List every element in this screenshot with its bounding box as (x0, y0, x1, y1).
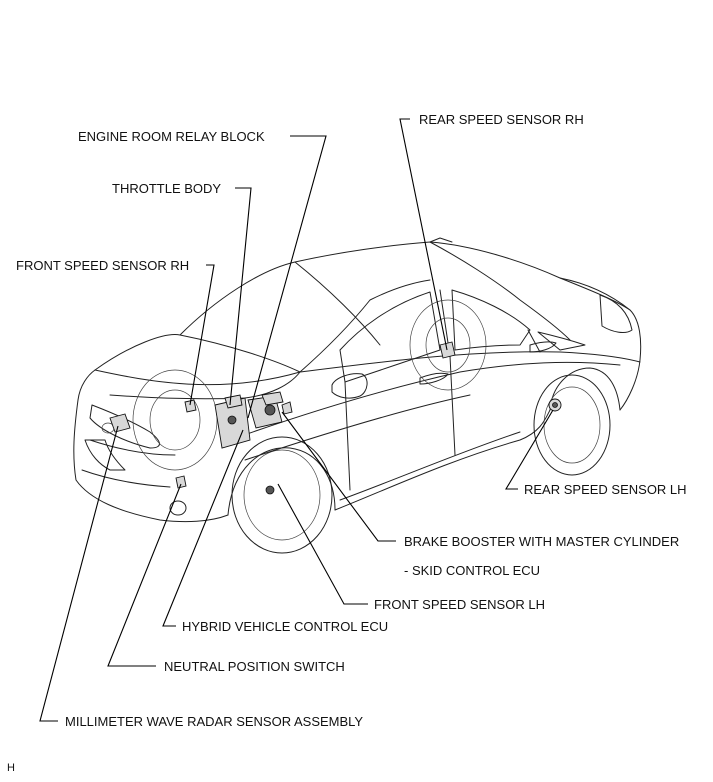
label-front-speed-sensor-lh: FRONT SPEED SENSOR LH (374, 597, 545, 612)
figure-code: H (7, 762, 15, 774)
label-neutral-position-switch: NEUTRAL POSITION SWITCH (164, 659, 345, 674)
engine-components (109, 391, 293, 489)
label-front-speed-sensor-rh: FRONT SPEED SENSOR RH (16, 258, 190, 273)
label-hybrid-vehicle-control-ecu: HYBRID VEHICLE CONTROL ECU (182, 619, 389, 634)
label-brake-booster-line2: - SKID CONTROL ECU (404, 563, 541, 578)
label-throttle-body: THROTTLE BODY (112, 181, 222, 196)
label-engine-room-relay-block: ENGINE ROOM RELAY BLOCK (78, 129, 265, 144)
leader-lines (39, 118, 554, 722)
label-rear-speed-sensor-lh: REAR SPEED SENSOR LH (524, 482, 687, 497)
label-millimeter-wave-radar: MILLIMETER WAVE RADAR SENSOR ASSEMBLY (65, 714, 364, 729)
label-brake-booster-line1: BRAKE BOOSTER WITH MASTER CYLINDER (404, 534, 680, 549)
label-rear-speed-sensor-rh: REAR SPEED SENSOR RH (419, 112, 584, 127)
car-body (73, 237, 642, 554)
speed-sensors (265, 341, 562, 495)
